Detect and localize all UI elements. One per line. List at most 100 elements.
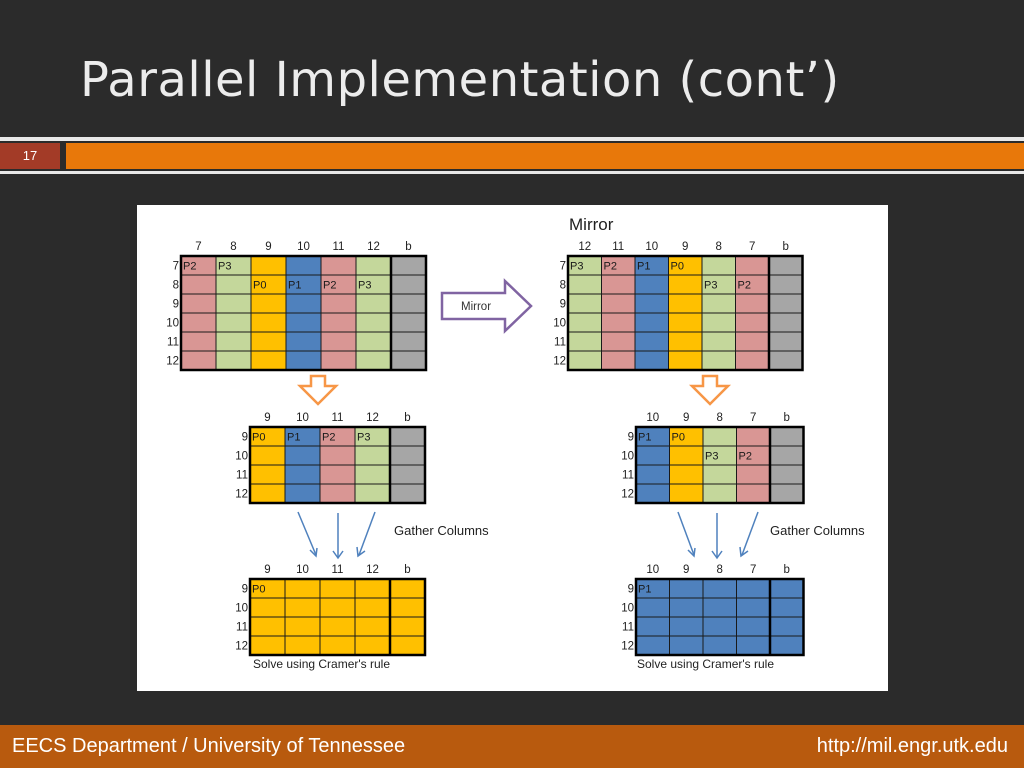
cell-label: P2: [183, 261, 196, 273]
row-header: 10: [235, 603, 248, 615]
matrix-cell: [601, 350, 636, 371]
matrix-cell: [736, 483, 771, 504]
matrix-cell: [601, 312, 636, 333]
cell-label: P0: [253, 280, 266, 292]
matrix-cell: [355, 350, 392, 371]
down-arrow-right: [688, 374, 732, 406]
matrix-cell: [354, 483, 391, 504]
matrix-cell: [389, 616, 426, 637]
footer-url[interactable]: http://mil.engr.utk.edu: [816, 735, 1008, 757]
matrix-cell: [285, 350, 322, 371]
col-header: 8: [230, 241, 236, 253]
matrix-cell: [215, 350, 252, 371]
matrix-cell: [389, 426, 426, 447]
matrix-cell: [601, 331, 636, 352]
row-header: 10: [553, 318, 566, 330]
matrix-cell: [669, 578, 704, 599]
col-header: 10: [646, 412, 659, 424]
matrix-cell: [769, 578, 804, 599]
cell-label: P0: [671, 261, 684, 273]
matrix-cell: [635, 597, 670, 618]
matrix-cell: [390, 274, 427, 295]
matrix-cell: [389, 597, 426, 618]
col-header: 12: [367, 241, 380, 253]
matrix-cell: [735, 293, 770, 314]
cell-label: P0: [252, 432, 265, 444]
col-header: 12: [366, 412, 379, 424]
matrix-cell: [702, 464, 737, 485]
matrix-cell: [320, 293, 357, 314]
matrix-cell: [768, 350, 803, 371]
matrix-cell: [601, 274, 636, 295]
cell-label: P3: [218, 261, 231, 273]
matrix-cell: [319, 483, 356, 504]
matrix-cell: [701, 350, 736, 371]
matrix-cell: [769, 635, 804, 656]
gather-arrows-right: [677, 511, 759, 560]
row-header: 9: [242, 584, 248, 596]
matrix-cell: [701, 293, 736, 314]
matrix-cell: [354, 597, 391, 618]
cell-label: P1: [638, 432, 651, 444]
matrix-cell: [567, 312, 602, 333]
matrix-cell: [701, 312, 736, 333]
matrix-cell: [249, 616, 286, 637]
col-header: 8: [716, 241, 722, 253]
figure-panel: Mirror Mirror Gather Columns Gather: [137, 205, 888, 691]
top-divider: [0, 137, 1024, 141]
cell-label: P3: [704, 280, 717, 292]
matrix-cell: [769, 426, 804, 447]
matrix-cell: [285, 255, 322, 276]
row-header: 10: [621, 451, 634, 463]
cell-label: P1: [288, 280, 301, 292]
matrix-cell: [389, 445, 426, 466]
row-header: 8: [173, 280, 179, 292]
cell-label: P3: [570, 261, 583, 273]
cell-label: P2: [739, 451, 752, 463]
matrix-cell: [249, 445, 286, 466]
footer-department: EECS Department / University of Tennesse…: [12, 735, 406, 757]
down-arrow-left: [296, 374, 340, 406]
matrix-cell: [355, 255, 392, 276]
col-header: 10: [296, 564, 309, 576]
col-header: 9: [683, 412, 689, 424]
row-header: 7: [560, 261, 566, 273]
matrix-cell: [736, 578, 771, 599]
col-header: b: [404, 564, 410, 576]
matrix-cell: [250, 350, 287, 371]
cell-label: P0: [252, 584, 265, 596]
row-header: 12: [235, 489, 248, 501]
matrix-cell: [319, 616, 356, 637]
col-header: 8: [717, 564, 723, 576]
matrix-cell: [320, 255, 357, 276]
matrix-cell: [669, 597, 704, 618]
col-header: 12: [578, 241, 591, 253]
matrix-cell: [768, 274, 803, 295]
matrix-cell: [669, 616, 704, 637]
col-header: 7: [750, 412, 756, 424]
matrix-cell: [702, 597, 737, 618]
cell-label: P2: [738, 280, 751, 292]
matrix-cell: [284, 578, 321, 599]
matrix-cell: [735, 350, 770, 371]
matrix-cell: [354, 635, 391, 656]
matrix-cell: [769, 597, 804, 618]
matrix-cell: [355, 293, 392, 314]
matrix-cell: [215, 331, 252, 352]
matrix-cell: [736, 426, 771, 447]
col-header: 12: [366, 564, 379, 576]
matrix-cell: [668, 331, 703, 352]
matrix-cell: [284, 483, 321, 504]
row-header: 12: [621, 641, 634, 653]
row-header: 11: [236, 622, 248, 634]
matrix-cell: [768, 312, 803, 333]
matrix-border: [248, 577, 427, 657]
row-header: 7: [173, 261, 179, 273]
matrix-cell: [635, 483, 670, 504]
matrix-cell: [768, 255, 803, 276]
